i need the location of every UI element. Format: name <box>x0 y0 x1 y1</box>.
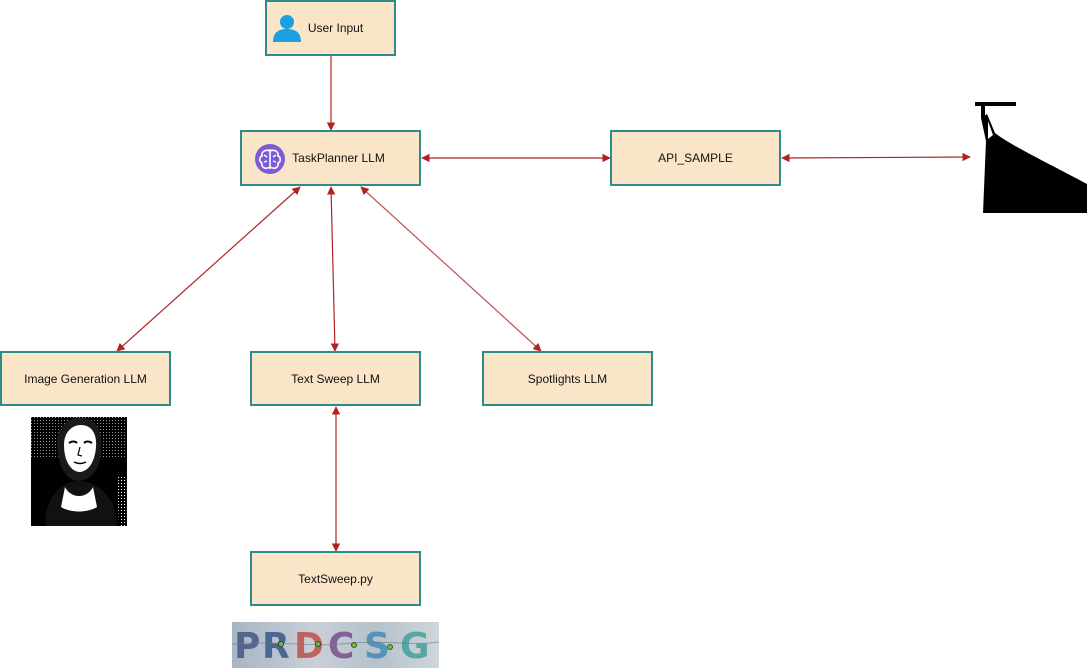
node-taskplanner[interactable]: TaskPlanner LLM <box>240 130 421 186</box>
mona-lisa-image <box>31 417 127 526</box>
node-text-sweep[interactable]: Text Sweep LLM <box>250 351 421 406</box>
node-textsweep-py[interactable]: TextSweep.py <box>250 551 421 606</box>
node-label: TextSweep.py <box>298 571 373 586</box>
captcha-image: P R D C S G <box>232 622 439 668</box>
user-icon <box>272 13 302 43</box>
node-spotlights[interactable]: Spotlights LLM <box>482 351 653 406</box>
edge-taskplanner-spotlights <box>360 186 542 352</box>
node-image-generation[interactable]: Image Generation LLM <box>0 351 171 406</box>
svg-text:G: G <box>400 626 430 667</box>
svg-text:C: C <box>328 626 354 667</box>
node-label: Spotlights LLM <box>527 371 608 386</box>
lamp-icon <box>974 101 1088 214</box>
brain-icon <box>254 143 286 175</box>
svg-text:S: S <box>364 626 390 667</box>
edge-taskplanner-textsweep <box>326 186 340 352</box>
edge-taskplanner-imagegen <box>116 186 301 352</box>
node-user-input[interactable]: User Input <box>265 0 396 56</box>
node-label: API_SAMPLE <box>658 151 733 165</box>
svg-text:R: R <box>262 626 290 667</box>
node-label: Text Sweep LLM <box>291 371 380 386</box>
node-api-sample[interactable]: API_SAMPLE <box>610 130 781 186</box>
node-label: User Input <box>307 21 364 35</box>
node-label: Image Generation LLM <box>24 371 147 386</box>
svg-text:P: P <box>234 626 260 667</box>
edge-api-external <box>781 152 971 163</box>
node-label: TaskPlanner LLM <box>292 151 385 165</box>
